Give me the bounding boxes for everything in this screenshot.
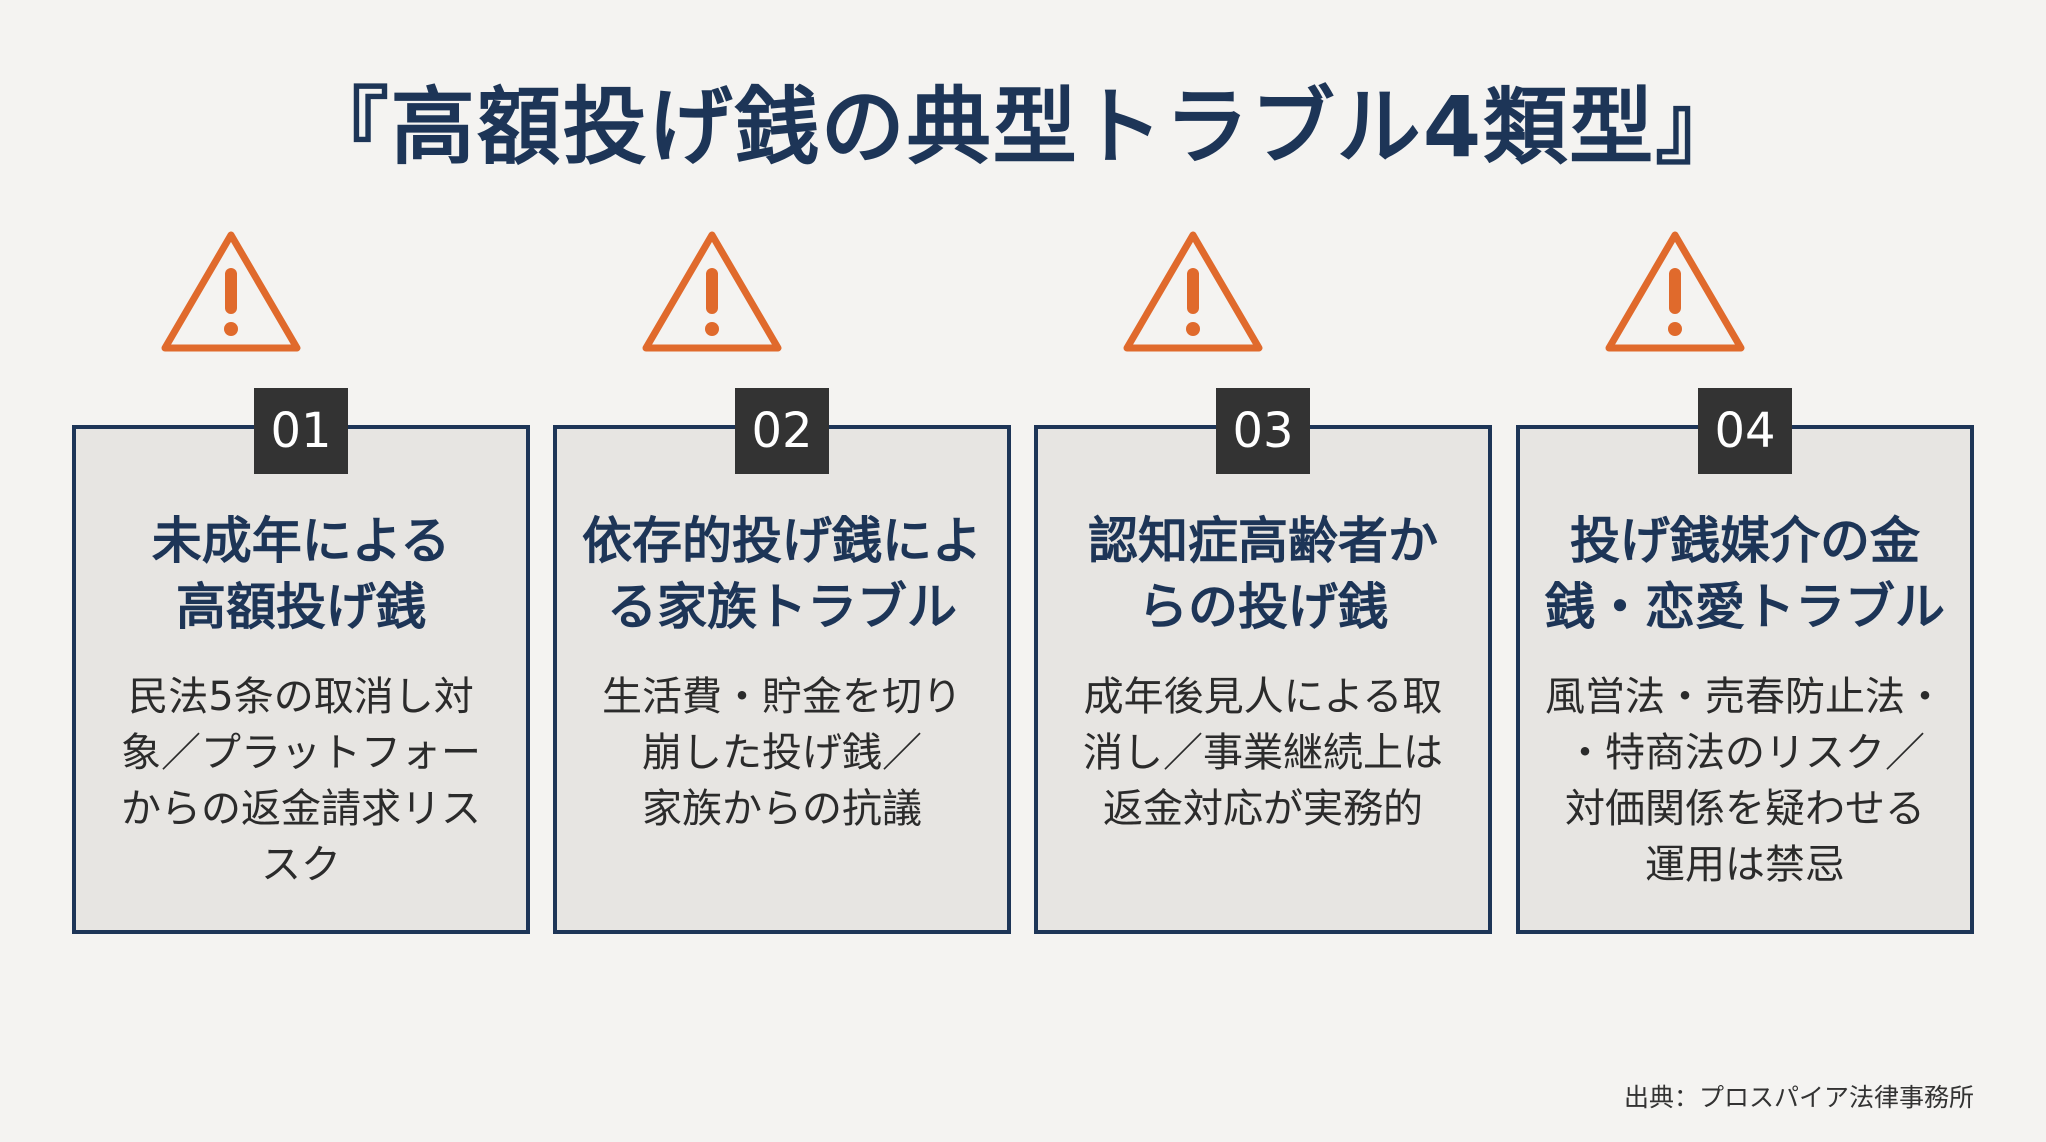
page-title: 『高額投げ銭の典型トラブル4類型』 <box>304 78 1742 176</box>
card-panel <box>1034 425 1492 934</box>
card-heading-line: 高額投げ銭 <box>176 578 426 636</box>
card-heading: 認知症高齢者か らの投げ銭 <box>1042 508 1484 640</box>
card-heading: 依存的投げ銭によ る家族トラブル <box>561 508 1003 640</box>
warning-icon <box>1605 231 1745 352</box>
card-number-badge: 04 <box>1698 388 1792 474</box>
card-description-line: 運用は禁忌 <box>1645 842 1845 888</box>
warning-icon <box>642 231 782 352</box>
card-heading-line: 依存的投げ銭によ <box>582 512 982 570</box>
card-number-badge: 03 <box>1216 388 1310 474</box>
card-description: 生活費・貯金を切り 崩した投げ銭／ 家族からの抗議 <box>561 669 1003 837</box>
card-description-line: スク <box>261 842 341 888</box>
card-description-line: 成年後見人による取 <box>1083 674 1443 720</box>
card-description-line: 生活費・貯金を切り <box>602 674 962 720</box>
card-heading: 未成年による 高額投げ銭 <box>80 508 522 640</box>
card-heading-line: 投げ銭媒介の金 <box>1570 512 1920 570</box>
warning-icon <box>161 231 301 352</box>
card-heading-line: る家族トラブル <box>607 578 957 636</box>
card-number-badge: 01 <box>254 388 348 474</box>
card-heading: 投げ銭媒介の金 銭・恋愛トラブル <box>1524 508 1966 640</box>
card-description-line: 崩した投げ銭／ <box>642 730 922 776</box>
trouble-cards: 01 未成年による 高額投げ銭 民法5条の取消し対 象／プラットフォー からの返… <box>72 228 1974 934</box>
card-heading-line: 認知症高齢者か <box>1088 512 1438 570</box>
card-description-line: 民法5条の取消し対 <box>128 674 474 720</box>
card-description-line: 家族からの抗議 <box>642 786 922 832</box>
warning-icon <box>1123 231 1263 352</box>
card-description-line: からの返金請求リス <box>121 786 481 832</box>
card-description-line: 象／プラットフォー <box>121 730 481 776</box>
card-1: 01 未成年による 高額投げ銭 民法5条の取消し対 象／プラットフォー からの返… <box>72 228 530 934</box>
card-description-line: 風営法・売春防止法・ <box>1545 674 1945 720</box>
card-description-line: ・特商法のリスク／ <box>1565 730 1925 776</box>
card-4: 04 投げ銭媒介の金 銭・恋愛トラブル 風営法・売春防止法・ ・特商法のリスク／… <box>1516 228 1974 934</box>
card-2: 02 依存的投げ銭によ る家族トラブル 生活費・貯金を切り 崩した投げ銭／ 家族… <box>553 228 1011 934</box>
card-number-badge: 02 <box>735 388 829 474</box>
card-heading-line: 銭・恋愛トラブル <box>1545 578 1945 636</box>
card-description: 民法5条の取消し対 象／プラットフォー からの返金請求リス スク <box>80 669 522 893</box>
card-description: 風営法・売春防止法・ ・特商法のリスク／ 対価関係を疑わせる 運用は禁忌 <box>1524 669 1966 893</box>
source-credit: 出典：プロスパイア法律事務所 <box>1623 1083 1974 1112</box>
card-description-line: 消し／事業継続上は <box>1083 730 1443 776</box>
card-description: 成年後見人による取 消し／事業継続上は 返金対応が実務的 <box>1042 669 1484 837</box>
card-panel <box>1516 425 1974 934</box>
card-panel <box>72 425 530 934</box>
card-description-line: 対価関係を疑わせる <box>1565 786 1925 832</box>
card-3: 03 認知症高齢者か らの投げ銭 成年後見人による取 消し／事業継続上は 返金対… <box>1034 228 1492 934</box>
card-panel <box>553 425 1011 934</box>
card-heading-line: らの投げ銭 <box>1138 578 1388 636</box>
card-heading-line: 未成年による <box>151 512 451 570</box>
card-description-line: 返金対応が実務的 <box>1103 786 1423 832</box>
